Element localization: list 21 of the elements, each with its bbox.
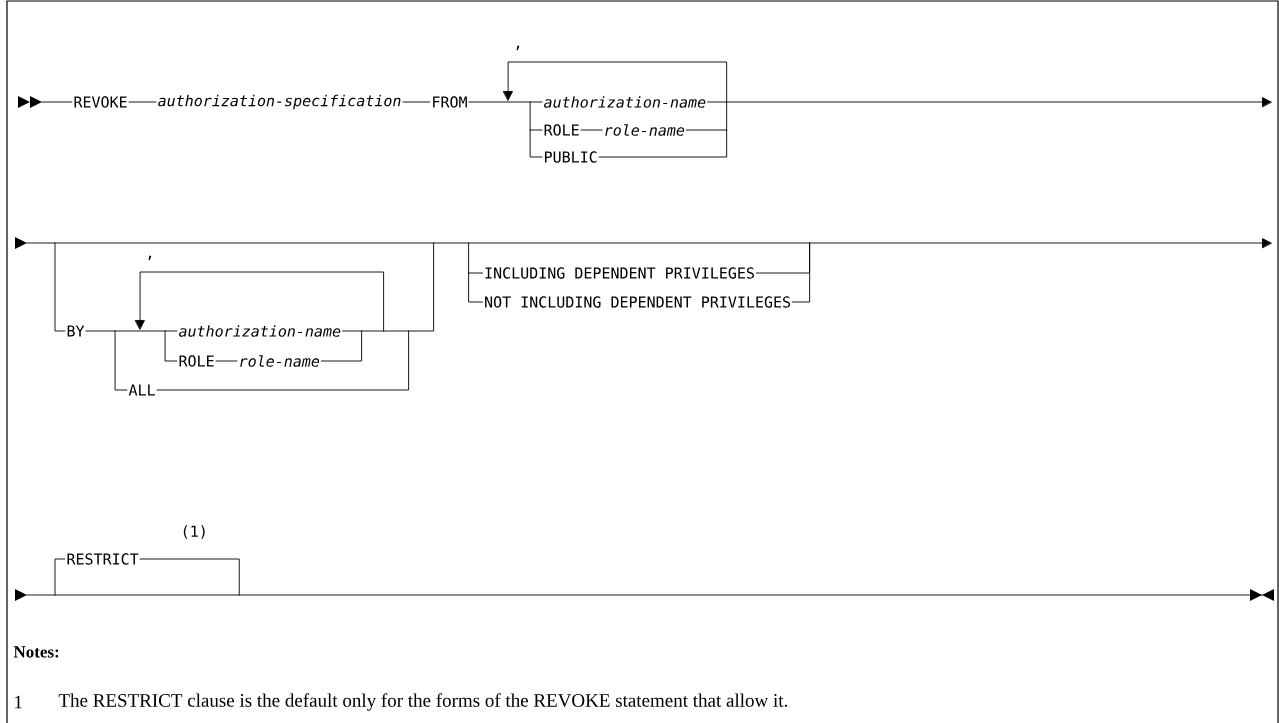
variable-name: authorization-name <box>542 95 708 109</box>
keyword: INCLUDING DEPENDENT PRIVILEGES <box>483 266 756 280</box>
note-number: 1 <box>12 694 24 710</box>
keyword: FROM <box>430 95 469 109</box>
note-text: The RESTRICT clause is the default only for the forms of the REVOKE statement that allow it. <box>57 692 790 712</box>
comma-separator: , <box>144 254 156 262</box>
keyword: ROLE <box>177 354 216 368</box>
keyword: REVOKE <box>72 95 129 109</box>
keyword: ROLE <box>542 123 581 137</box>
keyword: RESTRICT <box>65 552 140 566</box>
keyword: ALL <box>127 383 157 397</box>
variable-name: role-name <box>602 123 686 137</box>
variable-name: authorization-specification <box>156 93 403 111</box>
footnote-reference: (1) <box>179 524 209 540</box>
keyword: PUBLIC <box>542 150 599 164</box>
keyword: BY <box>65 324 86 338</box>
variable-name: authorization-name <box>177 324 343 338</box>
variable-name: role-name <box>237 354 321 368</box>
keyword: NOT INCLUDING DEPENDENT PRIVILEGES <box>483 295 793 309</box>
notes-heading: Notes: <box>12 645 61 659</box>
comma-separator: , <box>512 44 524 52</box>
